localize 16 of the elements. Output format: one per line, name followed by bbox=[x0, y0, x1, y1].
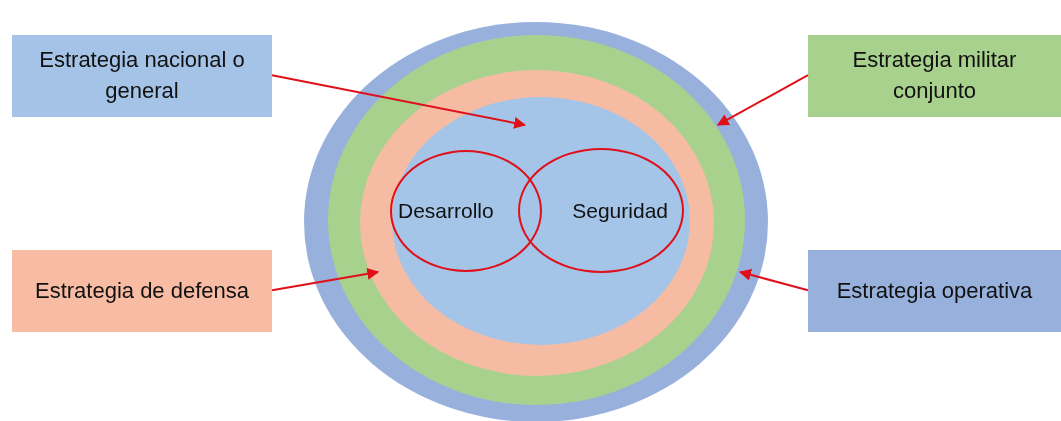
strategy-box bbox=[808, 250, 1061, 332]
arrow bbox=[271, 267, 380, 292]
box-label: Estrategia militar conjunto bbox=[851, 46, 1018, 105]
strategy-box bbox=[12, 250, 272, 332]
strategy-box bbox=[808, 35, 1061, 117]
strategy-box bbox=[12, 35, 272, 117]
venn-circle bbox=[390, 150, 542, 272]
arrow bbox=[739, 269, 809, 292]
venn-circle bbox=[518, 148, 684, 273]
arrow bbox=[716, 74, 809, 126]
arrow bbox=[271, 74, 527, 129]
box-label: Estrategia operativa bbox=[836, 276, 1033, 305]
circle-label: Seguridad bbox=[572, 197, 668, 224]
circle-label: Desarrollo bbox=[398, 198, 494, 225]
box-label: Estrategia de defensa bbox=[34, 276, 249, 305]
box-label: Estrategia nacional o general bbox=[38, 46, 246, 105]
